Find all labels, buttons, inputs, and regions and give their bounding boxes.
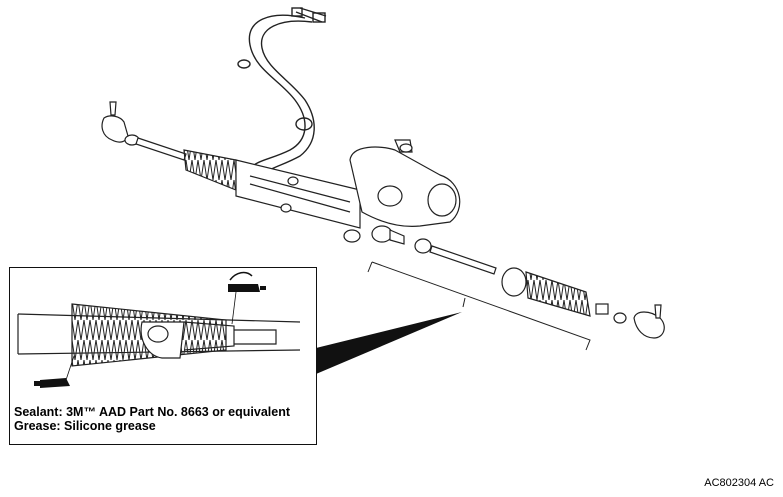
boot-detail-drawing: [17, 303, 301, 367]
callout-caption: Sealant: 3M™ AAD Part No. 8663 or equiva…: [14, 405, 290, 433]
left-tie-rod-end: [101, 101, 187, 161]
sealant-spec: Sealant: 3M™ AAD Part No. 8663 or equiva…: [14, 405, 291, 419]
pressure-hoses: [237, 7, 327, 177]
grease-spec: Grease: Silicone grease: [14, 419, 156, 433]
gear-valve-housing: [349, 139, 461, 245]
left-bellows-boot: [183, 149, 237, 191]
grease-tube-icon: [34, 355, 75, 388]
figure-reference-code: AC802304 AC: [704, 477, 774, 489]
exploded-view-bracket: [367, 261, 591, 351]
right-tie-rod-end: [595, 303, 665, 339]
sealant-tube-icon: [228, 271, 266, 325]
rack-housing: [235, 159, 361, 243]
right-bellows-boot: [501, 267, 591, 317]
inner-tie-rod-assembly: [414, 238, 497, 275]
callout-pointer: [316, 312, 462, 374]
